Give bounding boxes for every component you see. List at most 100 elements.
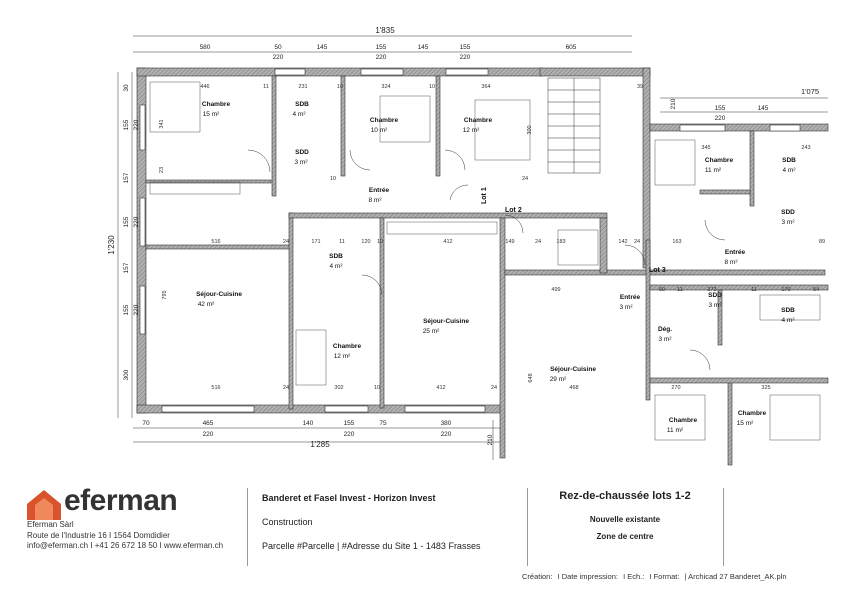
svg-text:Entrée: Entrée	[620, 294, 641, 301]
svg-text:Chambre: Chambre	[333, 343, 362, 350]
top-dim: 50	[274, 44, 282, 51]
svg-text:3 m²: 3 m²	[620, 304, 634, 311]
interior-dim: 24	[491, 385, 497, 391]
floor-plan: 1'835 580 50 220 145 155 220 145 155 220…	[107, 26, 829, 466]
interior-dim: 412	[443, 239, 452, 245]
interior-dim: 171	[311, 239, 320, 245]
interior-dim: 499	[551, 287, 560, 293]
top-dim: 605	[566, 44, 577, 51]
company-name: Eferman Sàrl	[27, 520, 74, 529]
room-entree-8: Entrée 8 m²	[369, 187, 390, 204]
svg-text:8 m²: 8 m²	[369, 197, 383, 204]
interior-dim: 516	[211, 385, 220, 391]
interior-dim: 54	[813, 287, 819, 293]
svg-text:Séjour-Cuisine: Séjour-Cuisine	[196, 291, 242, 298]
company-address: Route de l'Industrie 16 I 1564 Domdidier	[27, 530, 170, 540]
interior-dim: 120	[361, 239, 370, 245]
bottom-dim: 380	[441, 420, 452, 427]
room-chambre-15: Chambre 15 m²	[202, 101, 231, 118]
interior-dim: 10	[374, 385, 380, 391]
lot-3-label: Lot 3	[649, 267, 666, 274]
svg-text:8 m²: 8 m²	[725, 259, 739, 266]
interior-dim: 364	[481, 84, 490, 90]
right-dim: 210	[670, 98, 677, 109]
svg-text:4 m²: 4 m²	[293, 111, 307, 118]
interior-dim: 11	[339, 239, 345, 245]
top-dim: 155	[376, 44, 387, 51]
right-dim: 145	[758, 105, 769, 112]
interior-dim: 272	[707, 287, 716, 293]
drawing-subtitle-1: Nouvelle existante	[589, 515, 661, 524]
svg-text:4 m²: 4 m²	[783, 167, 797, 174]
svg-text:SDB: SDB	[781, 307, 795, 314]
client-name: Banderet et Fasel Invest - Horizon Inves…	[262, 493, 436, 503]
svg-text:Entrée: Entrée	[369, 187, 390, 194]
interior-dim: 446	[200, 84, 209, 90]
left-dim: 155	[123, 304, 130, 315]
left-dim: 157	[123, 262, 130, 273]
bottom-dim: 465	[203, 420, 214, 427]
svg-text:3 m²: 3 m²	[295, 159, 309, 166]
interior-dim: 24	[283, 385, 289, 391]
bottom-dim: 140	[303, 420, 314, 427]
meta-file: | Archicad 27 Banderet_AK.pln	[684, 572, 787, 581]
room-chambre-12b: Chambre 12 m²	[333, 343, 362, 360]
svg-text:25 m²: 25 m²	[423, 328, 440, 335]
drawing-subtitle-2: Zone de centre	[596, 532, 654, 541]
lot-1-label: Lot 1	[481, 187, 488, 204]
svg-text:3 m²: 3 m²	[709, 302, 723, 309]
meta-print-date: I Date impression:	[557, 572, 618, 581]
interior-dim: 142	[618, 239, 627, 245]
company-logo: eferman	[64, 484, 178, 517]
divider	[723, 488, 724, 566]
left-dim: 220	[133, 304, 140, 315]
left-dim: 300	[123, 369, 130, 380]
svg-text:4 m²: 4 m²	[330, 263, 344, 270]
interior-dim: 10	[330, 176, 336, 182]
top-dim: 145	[317, 44, 328, 51]
svg-text:Chambre: Chambre	[370, 117, 399, 124]
svg-text:42 m²: 42 m²	[198, 301, 215, 308]
interior-dim: 11	[263, 84, 269, 90]
interior-dim: 324	[381, 84, 390, 90]
interior-dim: 231	[298, 84, 307, 90]
interior-dim: 170	[781, 287, 790, 293]
company-address-block: Eferman Sàrl Route de l'Industrie 16 I 1…	[27, 520, 223, 552]
interior-dim: 24	[535, 239, 541, 245]
drawing-meta: Création: I Date impression: I Ech.: I F…	[522, 572, 790, 581]
svg-text:Séjour-Cuisine: Séjour-Cuisine	[550, 366, 596, 373]
left-dim: 155	[123, 119, 130, 130]
top-dim: 220	[273, 54, 284, 61]
svg-text:SDB: SDB	[295, 101, 309, 108]
svg-text:Séjour-Cuisine: Séjour-Cuisine	[423, 318, 469, 325]
overall-width-top: 1'835	[375, 26, 395, 35]
bottom-dim: 210	[487, 434, 494, 445]
svg-text:Chambre: Chambre	[202, 101, 231, 108]
top-dim: 155	[460, 44, 471, 51]
svg-text:15 m²: 15 m²	[203, 111, 220, 118]
site-address: Parcelle #Parcelle | #Adresse du Site 1 …	[262, 541, 481, 551]
interior-dim: 10	[429, 84, 435, 90]
interior-dim: 183	[556, 239, 565, 245]
interior-dim: 243	[801, 145, 810, 151]
svg-text:Chambre: Chambre	[464, 117, 493, 124]
overall-height-left: 1'230	[107, 235, 116, 255]
project-type: Construction	[262, 517, 313, 527]
svg-text:12 m²: 12 m²	[334, 353, 351, 360]
interior-dim: 412	[436, 385, 445, 391]
right-dim: 155	[715, 105, 726, 112]
svg-text:11 m²: 11 m²	[667, 427, 684, 434]
svg-text:10 m²: 10 m²	[371, 127, 388, 134]
svg-text:3 m²: 3 m²	[659, 336, 673, 343]
bottom-dim: 220	[203, 431, 214, 438]
left-dim: 155	[123, 216, 130, 227]
svg-text:Chambre: Chambre	[738, 410, 767, 417]
left-dim: 220	[133, 216, 140, 227]
company-contact: info@eferman.ch I +41 26 672 18 50 I www…	[27, 541, 224, 550]
